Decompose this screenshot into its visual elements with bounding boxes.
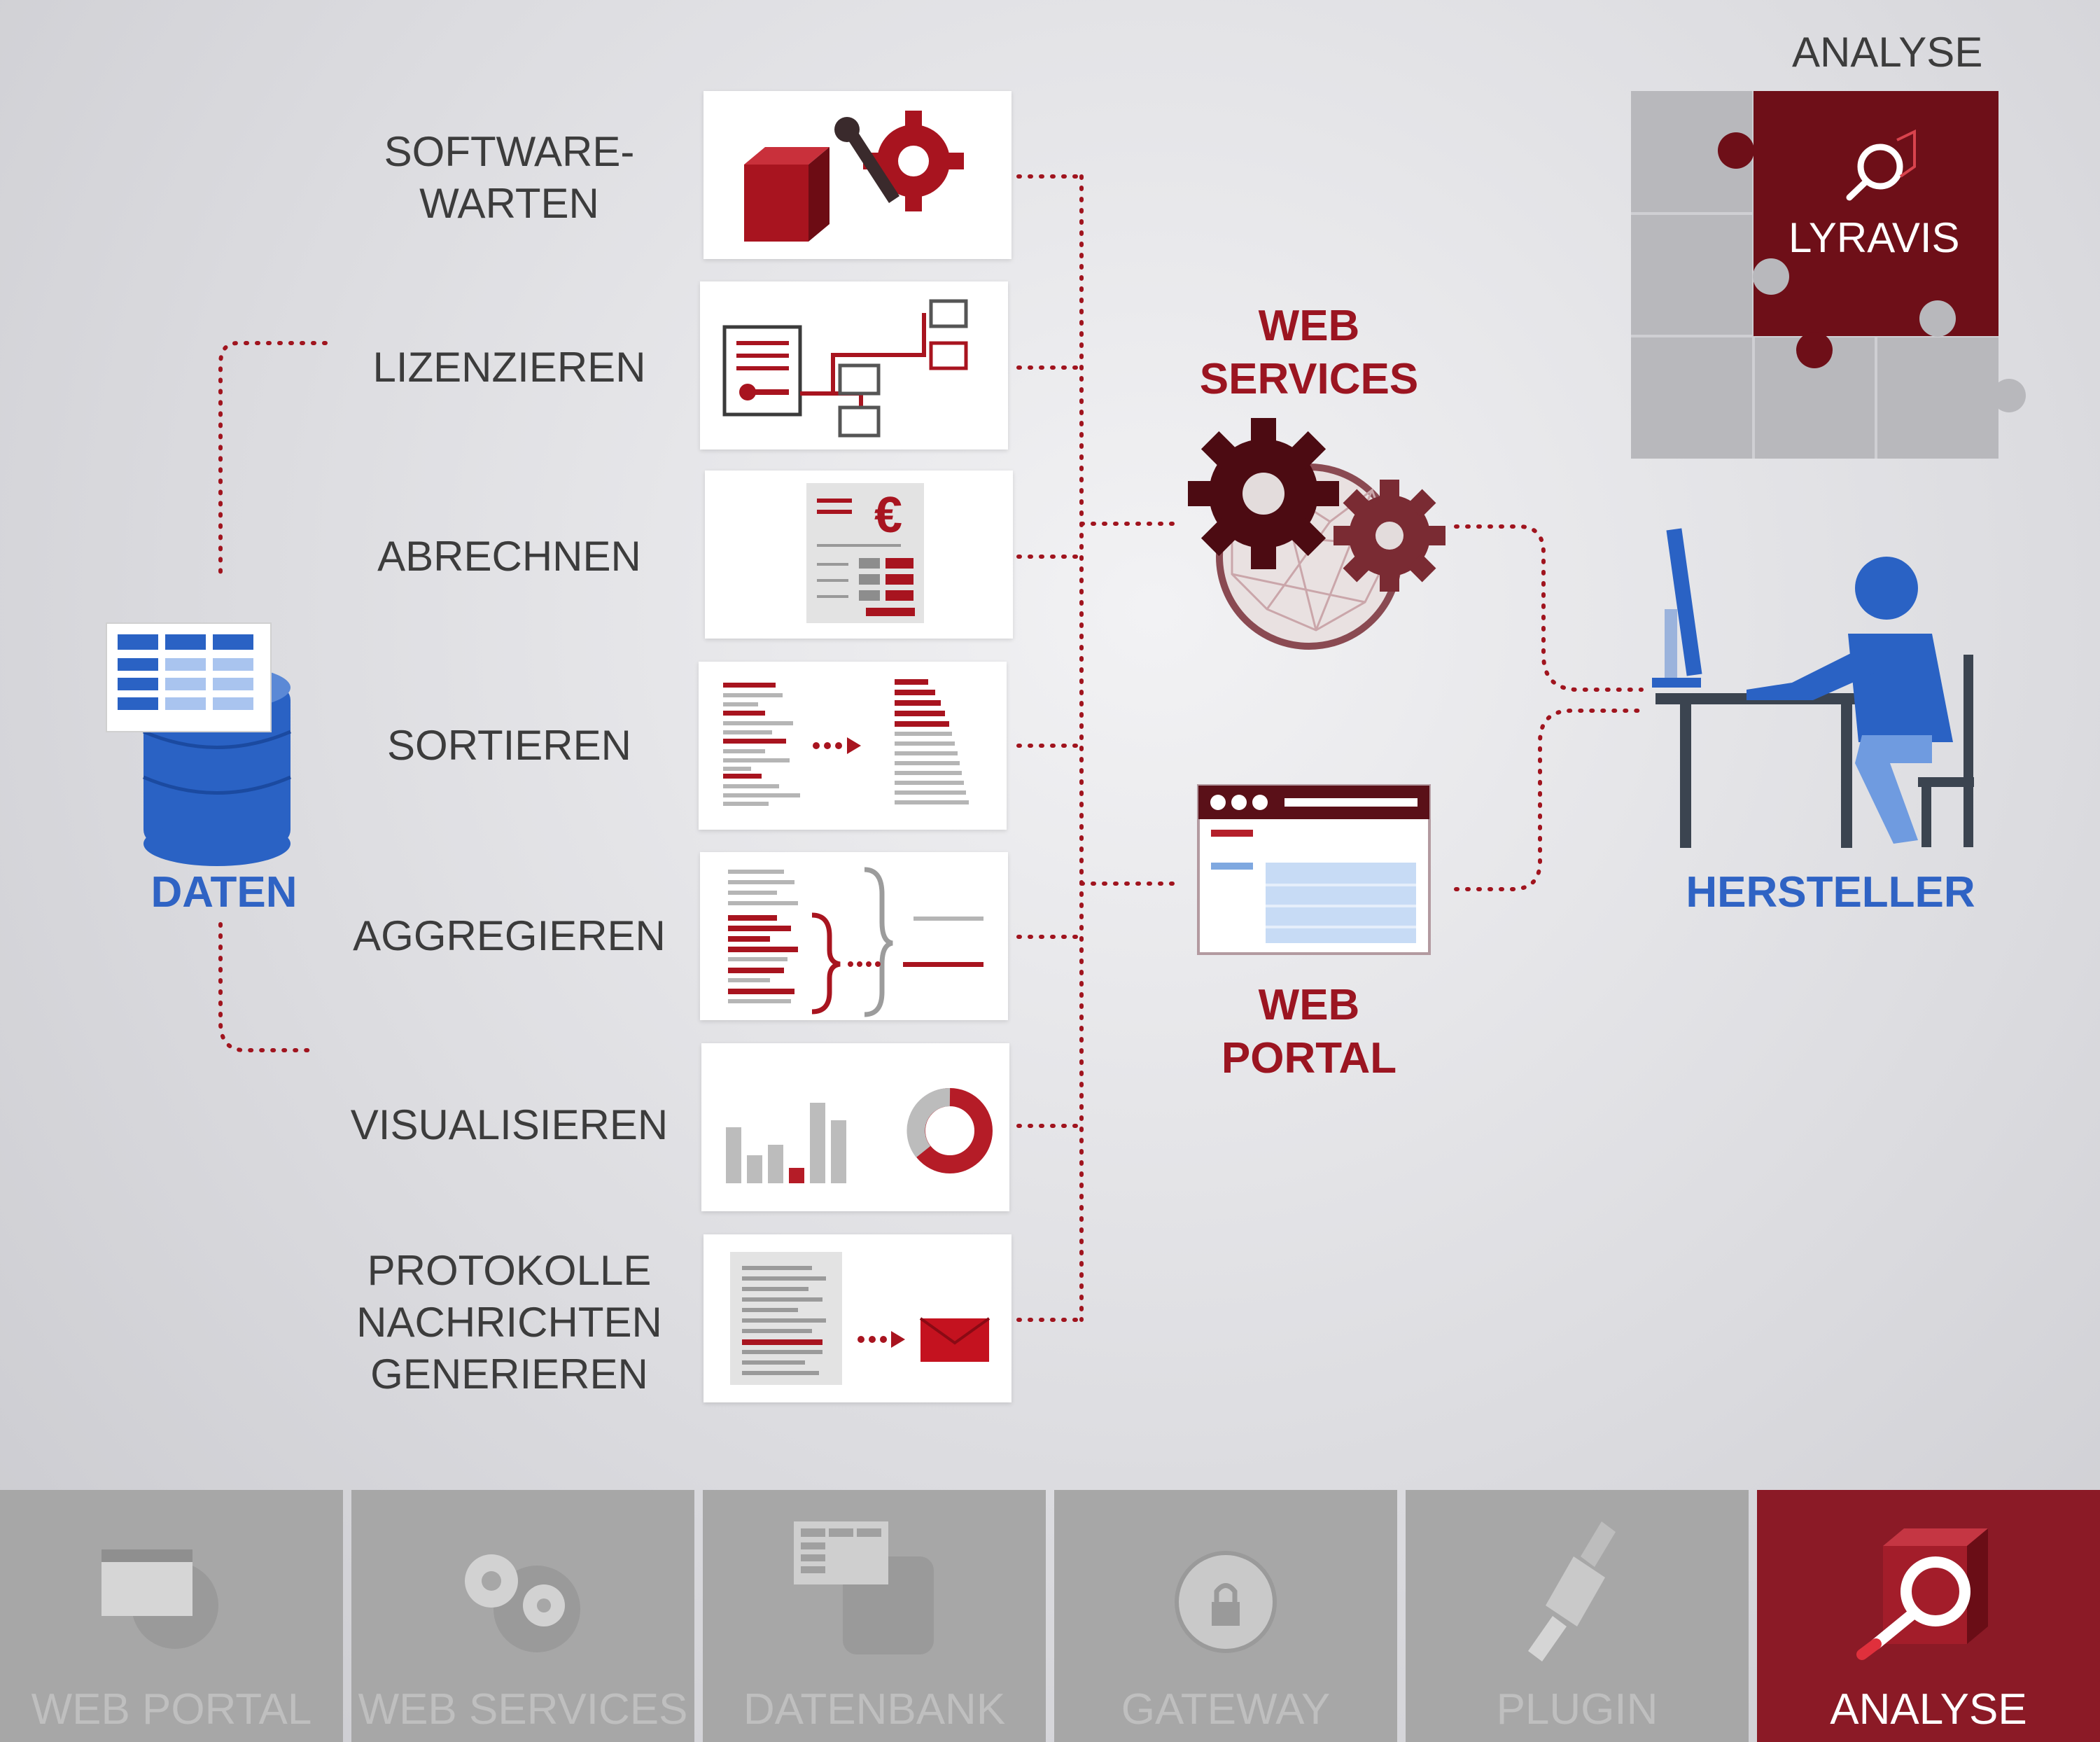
step-label-visualisieren: VISUALISIEREN [350,1101,668,1148]
step-label-protokolle: PROTOKOLLE NACHRICHTEN GENERIEREN [356,1247,662,1398]
web-services-gears-icon [1188,418,1446,650]
tab-label-web-services: WEB SERVICES [358,1685,688,1734]
gateway-lock-icon [1175,1551,1277,1653]
step-label-abrechnen: ABRECHNEN [377,533,641,580]
card-lizenzieren [700,281,1008,450]
card-aggregieren [700,852,1008,1020]
analyse-magnifier-icon [1856,1528,1988,1660]
web-services-label: WEB SERVICES [1199,302,1419,403]
hersteller-label: HERSTELLER [1686,868,1975,917]
step-label-sortieren: SORTIEREN [387,722,631,769]
tab-plugin[interactable]: PLUGIN [1406,1490,1749,1742]
card-protokolle [704,1234,1011,1402]
card-abrechnen: € [705,471,1013,639]
database-tab-icon [794,1521,934,1654]
license-key-network-icon [722,299,968,438]
web-portal-tab-icon [102,1549,218,1649]
tab-analyse[interactable]: ANALYSE [1757,1490,2100,1742]
step-label-aggregieren: AGGREGIEREN [353,912,666,959]
bottom-tab-bar: WEB PORTAL WEB SERVICES DATENBANK [0,1490,2100,1742]
tab-label-web-portal: WEB PORTAL [31,1685,312,1734]
analyse-puzzle-icon [1631,91,2026,459]
lyravis-product-name: LYRAVIS [1788,214,1960,261]
tab-label-datenbank: DATENBANK [743,1685,1006,1734]
web-services-tab-icon [465,1554,580,1652]
sort-list-icon [723,679,969,806]
tab-gateway[interactable]: GATEWAY [1054,1490,1397,1742]
report-to-mail-icon [730,1252,990,1385]
aggregate-brackets-icon [728,867,983,1017]
step-label-lizenzieren: LIZENZIEREN [372,344,646,391]
card-sortieren [699,662,1007,830]
analyse-heading: ANALYSE [1792,29,1983,76]
tab-label-plugin: PLUGIN [1496,1685,1658,1734]
card-software-warten [704,91,1011,259]
tab-web-portal[interactable]: WEB PORTAL [0,1490,343,1742]
web-portal-browser-icon [1197,784,1431,955]
step-label-software-warten: SOFTWARE- WARTEN [384,128,635,227]
tab-datenbank[interactable]: DATENBANK [703,1490,1046,1742]
software-maintenance-icon [744,111,964,242]
tab-web-services[interactable]: WEB SERVICES [351,1490,694,1742]
database-table-icon [106,622,291,866]
daten-label: DATEN [150,868,298,917]
tab-label-analyse: ANALYSE [1830,1685,2027,1734]
card-visualisieren [701,1043,1009,1211]
invoice-euro-icon: € [806,483,924,623]
bar-donut-chart-icon [726,1087,993,1183]
web-portal-label: WEB PORTAL [1221,981,1397,1082]
euro-symbol-text: € [874,487,902,543]
tab-label-gateway: GATEWAY [1121,1685,1331,1734]
manufacturer-person-icon [1652,528,1974,848]
plugin-plug-icon [1528,1521,1616,1661]
